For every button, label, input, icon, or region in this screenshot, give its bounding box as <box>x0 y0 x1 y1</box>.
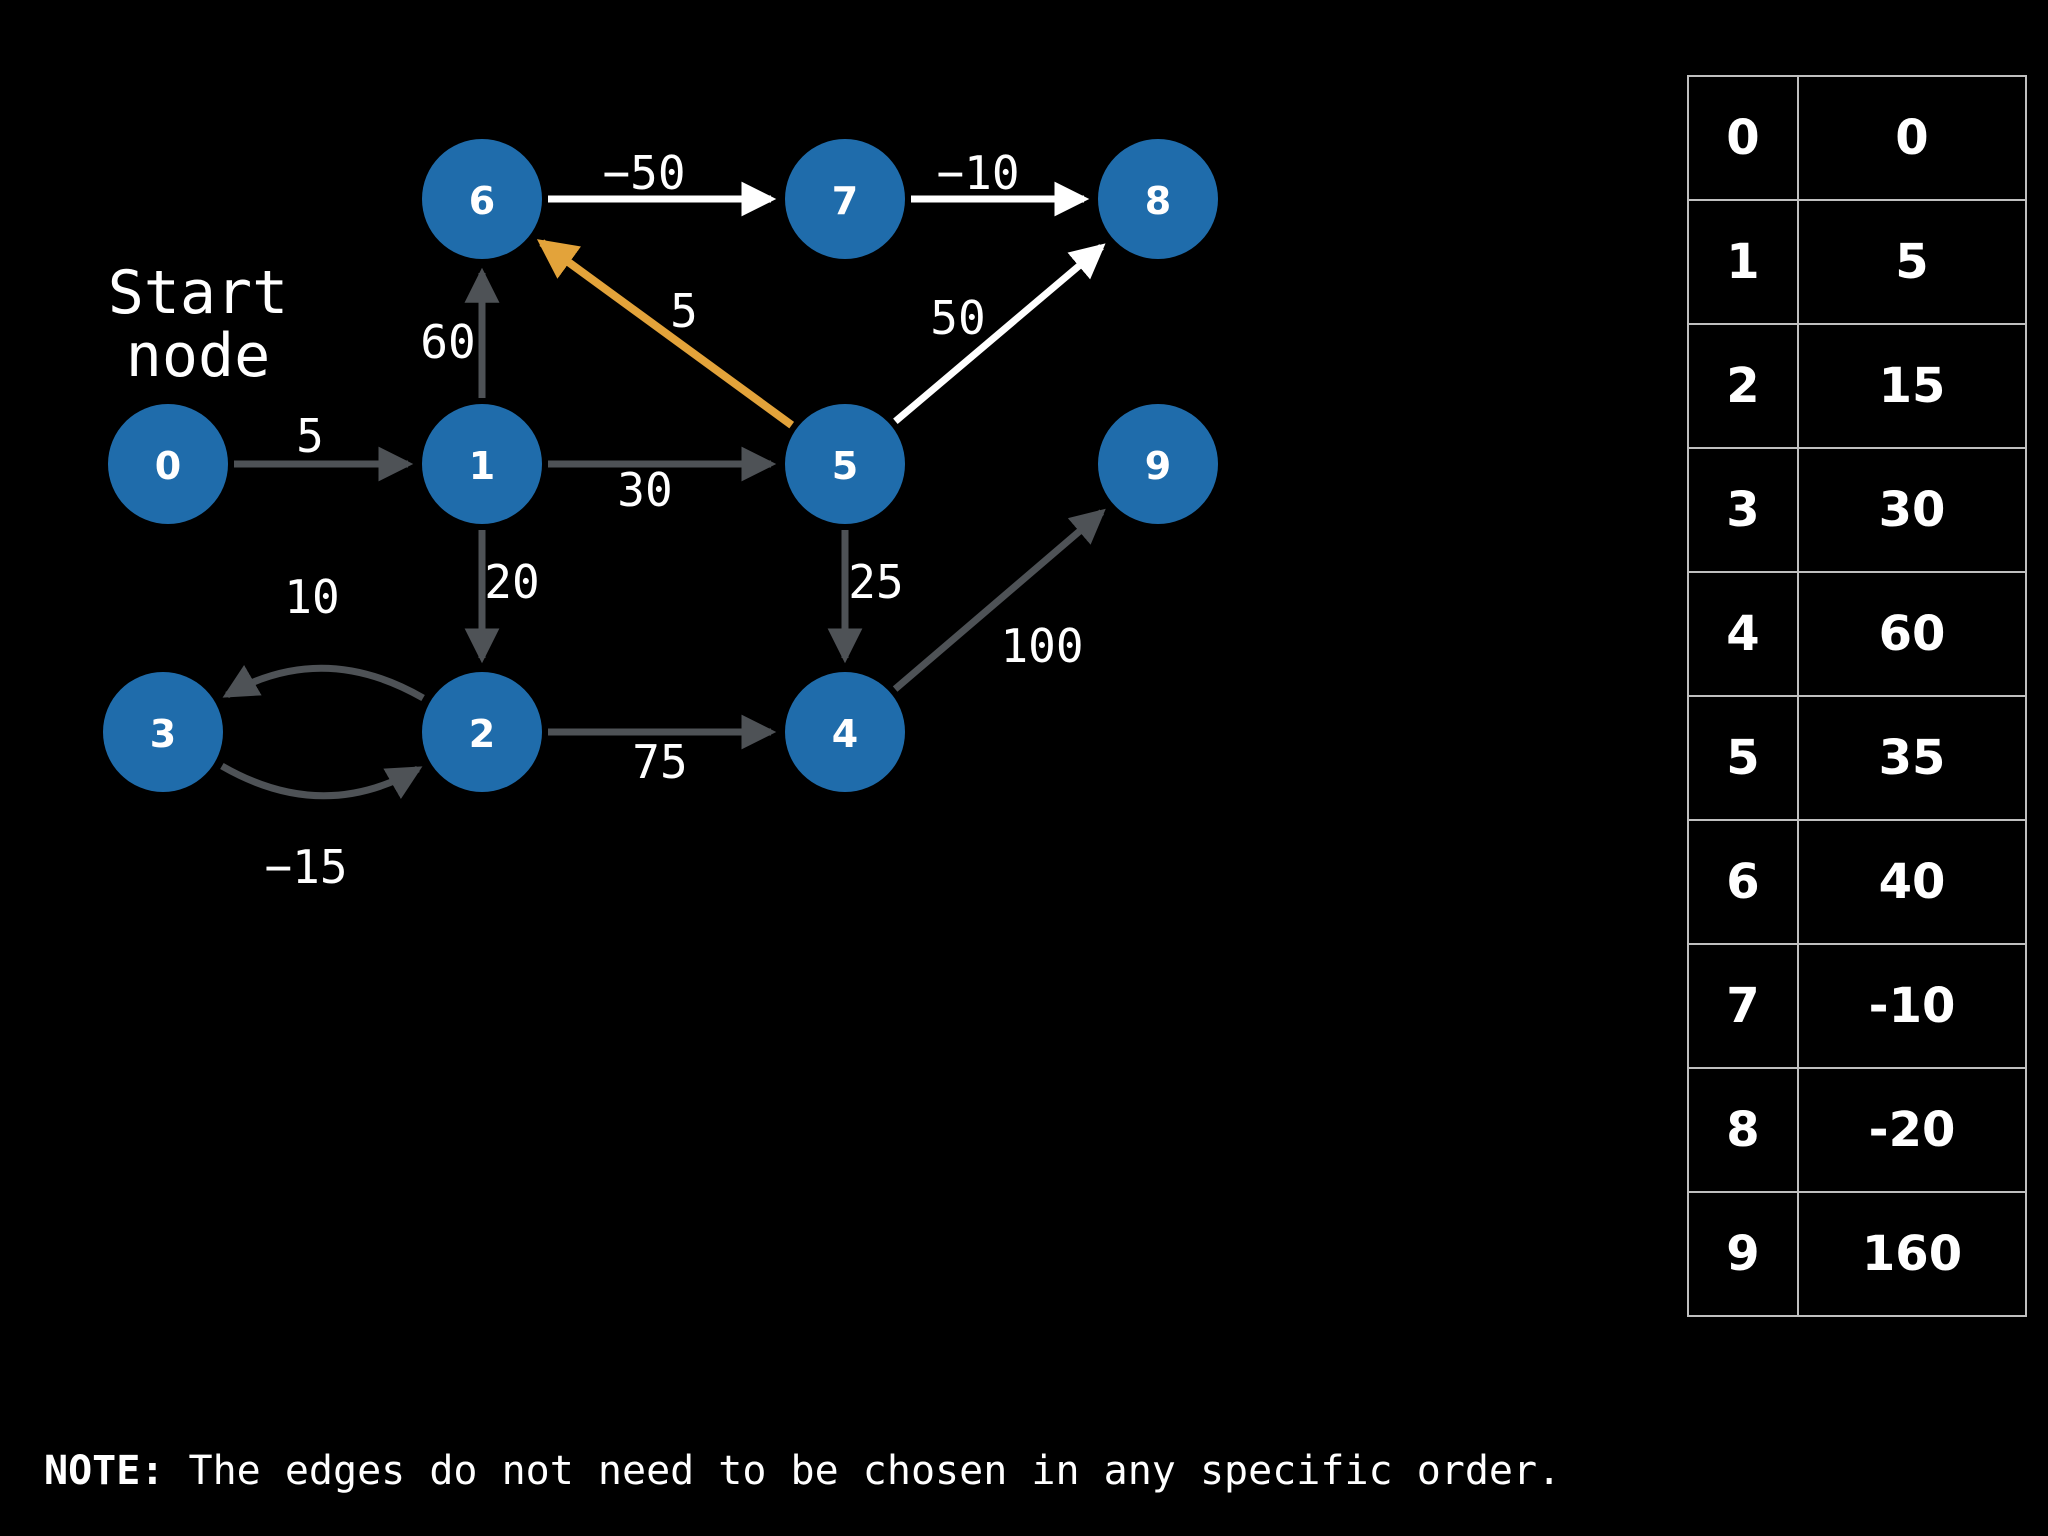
distance-table-node-2: 2 <box>1687 323 1799 449</box>
node-label-9: 9 <box>1145 444 1171 488</box>
edge-2-to-3 <box>222 664 425 702</box>
node-circle-7[interactable] <box>785 139 905 259</box>
distance-table-value-0: 0 <box>1797 75 2027 201</box>
node-circle-2[interactable] <box>422 672 542 792</box>
edge-weight-1-5: 30 <box>617 463 672 517</box>
node-circle-8[interactable] <box>1098 139 1218 259</box>
node-circle-4[interactable] <box>785 672 905 792</box>
start-node-annotation: Start node <box>107 258 289 391</box>
graph-node-0[interactable]: 0 <box>108 404 228 524</box>
graph-node-3[interactable]: 3 <box>103 672 223 792</box>
distance-table-value-8: -20 <box>1797 1067 2027 1193</box>
distance-table-node-3: 3 <box>1687 447 1799 573</box>
edge-weight-5-6: 5 <box>670 284 698 338</box>
distance-table-value-9: 160 <box>1797 1191 2027 1317</box>
graph-node-5[interactable]: 5 <box>785 404 905 524</box>
distance-table-node-5: 5 <box>1687 695 1799 821</box>
distance-table-node-7: 7 <box>1687 943 1799 1069</box>
distance-table-value-7: -10 <box>1797 943 2027 1069</box>
graph-node-6[interactable]: 6 <box>422 139 542 259</box>
distance-table-node-1: 1 <box>1687 199 1799 325</box>
node-circle-6[interactable] <box>422 139 542 259</box>
node-label-7: 7 <box>832 179 858 223</box>
distance-table-value-2: 15 <box>1797 323 2027 449</box>
node-label-4: 4 <box>832 712 858 756</box>
distance-table-value-5: 35 <box>1797 695 2027 821</box>
edge-weight-2-4: 75 <box>632 735 687 789</box>
edge-5-to-6 <box>536 239 795 429</box>
node-circle-5[interactable] <box>785 404 905 524</box>
nodes-layer: 0 1 2 3 4 5 6 7 8 9 <box>103 139 1218 792</box>
distance-table-value-3: 30 <box>1797 447 2027 573</box>
graph-node-2[interactable]: 2 <box>422 672 542 792</box>
distance-table-node-0: 0 <box>1687 75 1799 201</box>
node-circle-0[interactable] <box>108 404 228 524</box>
graph-node-1[interactable]: 1 <box>422 404 542 524</box>
node-label-5: 5 <box>832 444 858 488</box>
edge-weight-7-8: −10 <box>936 146 1019 200</box>
graph-node-9[interactable]: 9 <box>1098 404 1218 524</box>
node-circle-3[interactable] <box>103 672 223 792</box>
node-label-8: 8 <box>1145 179 1171 223</box>
graph-node-8[interactable]: 8 <box>1098 139 1218 259</box>
node-label-6: 6 <box>469 179 495 223</box>
edge-5-to-8 <box>893 243 1106 425</box>
edge-weight-1-6: 60 <box>420 315 475 369</box>
edge-4-to-9 <box>892 508 1106 692</box>
distance-table-value-4: 60 <box>1797 571 2027 697</box>
distance-table-node-6: 6 <box>1687 819 1799 945</box>
node-label-3: 3 <box>150 712 176 756</box>
edge-weight-5-8: 50 <box>930 291 985 345</box>
table-row: 7-10 <box>1687 943 2027 1069</box>
edge-weight-0-1: 5 <box>296 409 324 463</box>
note-text: The edges do not need to be chosen in an… <box>164 1448 1562 1494</box>
edge-weight-6-7: −50 <box>602 146 685 200</box>
note-prefix: NOTE: <box>44 1448 165 1494</box>
edge-weight-4-9: 100 <box>1000 619 1083 673</box>
distance-table-node-4: 4 <box>1687 571 1799 697</box>
distance-table-value-6: 40 <box>1797 819 2027 945</box>
edge-3-to-2 <box>220 762 423 800</box>
node-label-0: 0 <box>155 444 181 488</box>
graph-node-4[interactable]: 4 <box>785 672 905 792</box>
edge-weight-2-3: 10 <box>284 570 339 624</box>
node-circle-9[interactable] <box>1098 404 1218 524</box>
distance-table-node-8: 8 <box>1687 1067 1799 1193</box>
edge-weight-5-4: 25 <box>848 555 903 609</box>
node-label-1: 1 <box>469 444 495 488</box>
note-bar: NOTE: The edges do not need to be chosen… <box>44 1448 1561 1494</box>
edges-layer <box>220 181 1106 800</box>
table-row: 8-20 <box>1687 1067 2027 1193</box>
graph-node-7[interactable]: 7 <box>785 139 905 259</box>
distance-table-node-9: 9 <box>1687 1191 1799 1317</box>
distance-table-value-1: 5 <box>1797 199 2027 325</box>
node-label-2: 2 <box>469 712 495 756</box>
node-circle-1[interactable] <box>422 404 542 524</box>
edge-weight-1-2: 20 <box>484 555 539 609</box>
edge-weight-3-2: −15 <box>264 840 347 894</box>
